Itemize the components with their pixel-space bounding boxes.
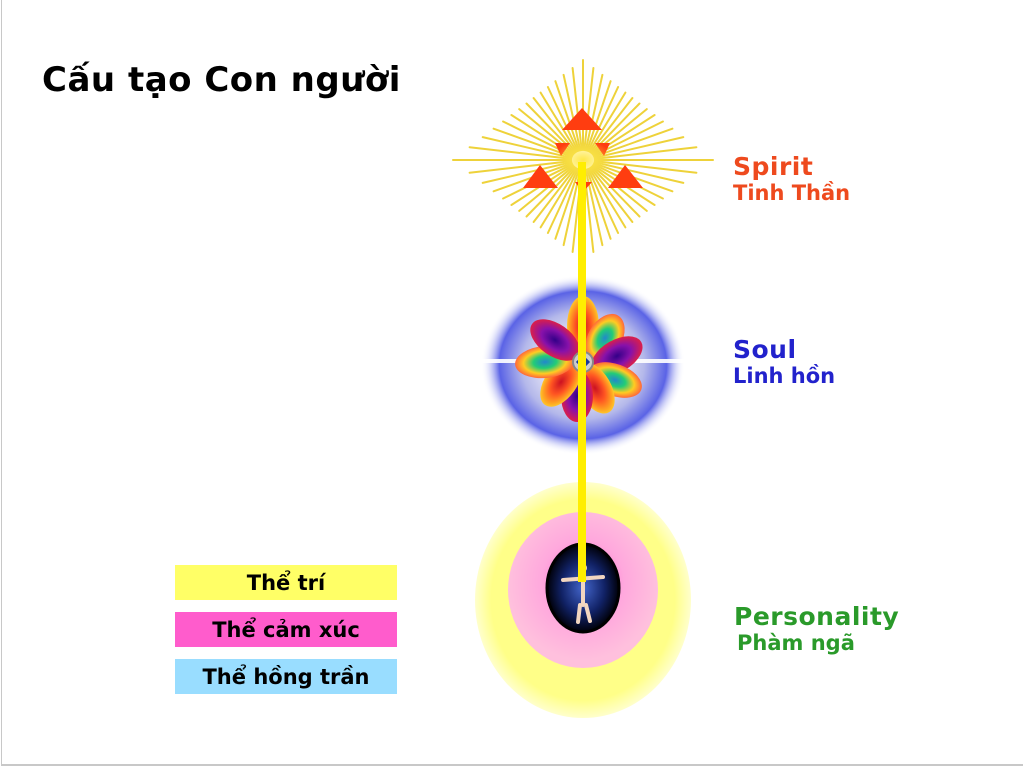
soul-label-vi: Linh hồn (733, 364, 836, 388)
legend-mental-body: Thể trí (175, 565, 397, 600)
spirit-core-glow (553, 140, 613, 180)
personality-label-vi: Phàm ngã (737, 631, 855, 655)
spirit-label-en: Spirit (733, 152, 814, 181)
label-personality: Personality Phàm ngã (734, 602, 899, 655)
legend-emotional-body: Thể cảm xúc (175, 612, 397, 647)
soul-lotus-flower-icon (481, 275, 687, 455)
label-soul: Soul Linh hồn (733, 335, 835, 388)
legend-physical-body: Thể hồng trần (175, 659, 397, 694)
spirit-label-vi: Tinh Thần (733, 181, 851, 205)
personality-label-en: Personality (734, 602, 900, 631)
label-spirit: Spirit Tinh Thần (733, 152, 850, 205)
page-title: Cấu tạo Con người (42, 60, 401, 100)
connector-line (578, 162, 586, 582)
soul-label-en: Soul (733, 335, 797, 364)
